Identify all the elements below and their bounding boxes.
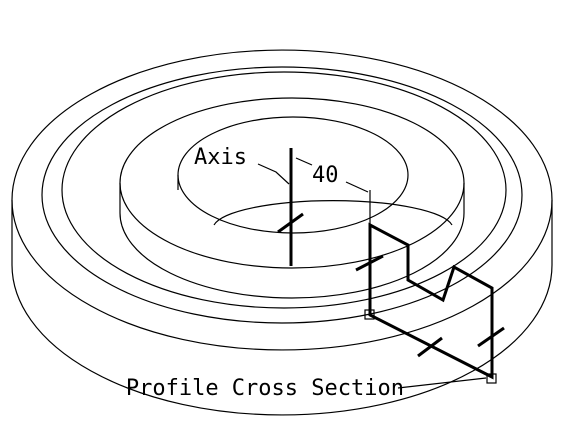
hole-top-rim [177,116,409,234]
dimension-leader [295,157,313,166]
axis-leader [257,163,290,185]
second-ring [41,66,523,324]
axis-label: Axis [194,145,247,170]
dimension-40 [295,157,371,225]
profile-leader [397,377,487,389]
profile-corner-marker-left [364,309,375,320]
profile-corner-marker-right [486,373,497,384]
profile-cross-section [355,222,505,384]
outer-cylinder [11,49,553,416]
center-hole [177,116,453,234]
profile-label: Profile Cross Section [126,376,404,401]
third-ring [61,71,507,309]
dimension-label: 40 [312,163,339,188]
hole-floor-rim [213,200,453,226]
axis-tick [277,212,304,234]
raised-step [119,97,465,299]
outer-top-rim [11,49,553,351]
outer-bottom-rim [11,264,553,416]
dimension-leader-end [345,181,369,193]
profile-tick-outer [477,326,505,348]
axis-of-revolution [277,148,304,266]
step-bottom-rim [119,212,465,299]
profile-outline [368,222,494,380]
profile-tick-inner [355,254,384,272]
profile-tick-bottom [417,336,443,358]
